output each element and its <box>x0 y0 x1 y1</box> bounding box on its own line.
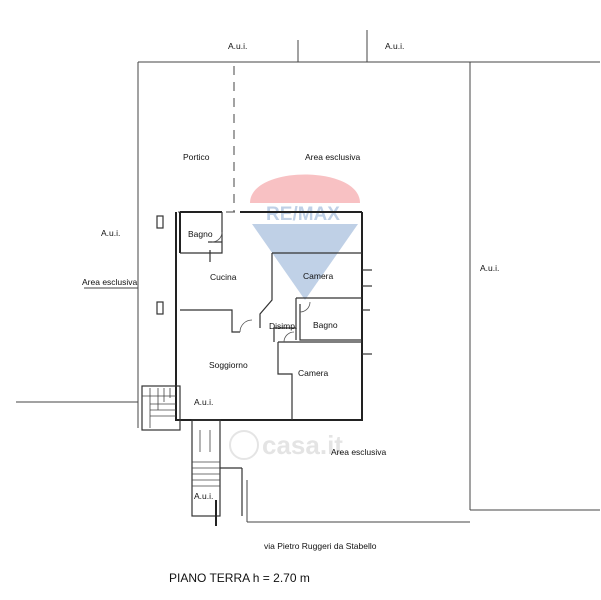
room-camera-1-label: Camera <box>303 271 334 281</box>
casa-logo-circle <box>229 430 259 460</box>
remax-balloon-bottom <box>252 224 358 300</box>
aui-top-left-label: A.u.i. <box>228 41 247 51</box>
aui-bottom-label: A.u.i. <box>194 491 213 501</box>
area-esclusiva-left-label: Area esclusiva <box>82 277 138 287</box>
room-bagno-2-label: Bagno <box>313 320 338 330</box>
remax-watermark: RE/MAX <box>250 174 360 300</box>
area-esclusiva-top-label: Area esclusiva <box>305 152 361 162</box>
staircase-bottom <box>191 419 243 526</box>
remax-balloon-top <box>250 174 360 203</box>
room-cucina-label: Cucina <box>210 272 237 282</box>
lot-boundaries <box>16 30 600 523</box>
room-camera-2-label: Camera <box>298 368 329 378</box>
street-label: via Pietro Ruggeri da Stabello <box>264 541 377 551</box>
aui-right-label: A.u.i. <box>480 263 499 273</box>
pillars <box>156 215 164 315</box>
floor-title: PIANO TERRA h = 2.70 m <box>169 571 310 585</box>
aui-left-label: A.u.i. <box>101 228 120 238</box>
door-swings <box>211 231 311 343</box>
house-interior-walls <box>180 212 372 420</box>
remax-logo-text: RE/MAX <box>266 204 340 225</box>
portico-label: Portico <box>183 152 210 162</box>
staircase-left <box>141 385 181 431</box>
portico-outline <box>178 66 362 213</box>
casa-logo-text: casa.it <box>262 430 343 460</box>
room-bagno-1-label: Bagno <box>188 229 213 239</box>
aui-top-right-label: A.u.i. <box>385 41 404 51</box>
room-soggiorno-label: Soggiorno <box>209 360 248 370</box>
house-outer-walls <box>175 211 363 421</box>
labels: A.u.i. A.u.i. Portico Area esclusiva A.u… <box>82 41 499 585</box>
aui-stairs-label: A.u.i. <box>194 397 213 407</box>
room-disimp-label: Disimp. <box>269 321 297 331</box>
area-esclusiva-bottom-label: Area esclusiva <box>331 447 387 457</box>
casa-watermark: casa.it <box>229 430 343 460</box>
